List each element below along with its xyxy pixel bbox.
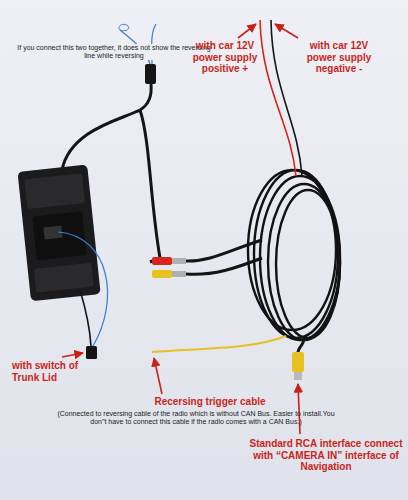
- switch-wires: [58, 232, 108, 346]
- rca-plug-tip: [294, 372, 302, 380]
- callout-text: Standard RCA interface connect with “CAM…: [248, 438, 404, 473]
- callout-text: Recersing trigger cable: [130, 396, 290, 408]
- video-cable: [298, 338, 304, 352]
- trigger-wire: [152, 336, 286, 352]
- camera-module: [17, 165, 100, 302]
- connector: [145, 64, 156, 84]
- leader-arrows: [62, 24, 300, 434]
- power-wire-positive: [260, 20, 296, 176]
- switch-connector: [86, 346, 97, 359]
- camera-cable: [140, 110, 160, 258]
- callout-text: with car 12V power supply negative -: [294, 40, 384, 75]
- note-text: If you connect this two together, it doe…: [14, 44, 214, 60]
- rca-plug-yellow: [292, 352, 304, 372]
- power-wire-negative: [271, 20, 302, 176]
- camera-cable: [62, 84, 151, 170]
- callout-text: with car 12V power supply positive +: [182, 40, 268, 75]
- note-text: (Connected to reversing cable of the rad…: [56, 410, 336, 426]
- callout-text: with switch of Trunk Lid: [12, 360, 108, 383]
- cable-coil: [248, 170, 340, 340]
- rca-plugs: [150, 240, 262, 278]
